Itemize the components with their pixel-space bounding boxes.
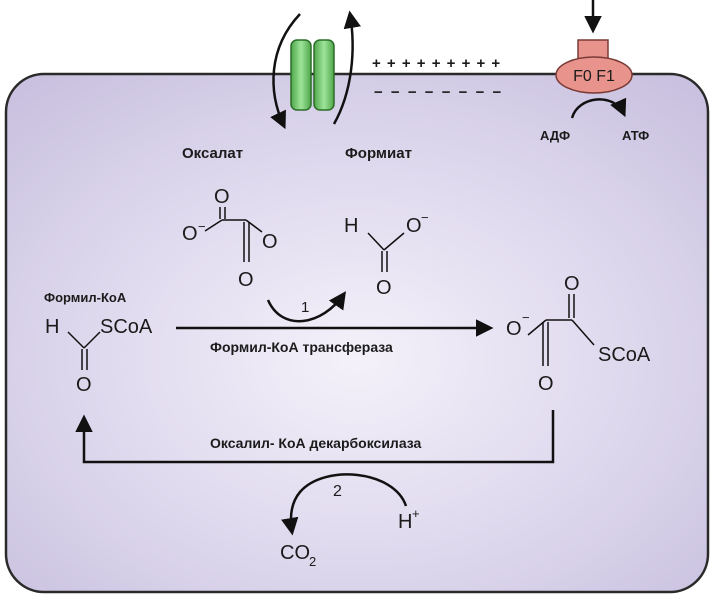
oxalate-o-minus: O [182, 223, 198, 245]
formyl-coa-o: O [76, 374, 92, 396]
oxalyl-coa-scoa: SCoA [598, 344, 651, 366]
formate-o-bottom: O [376, 277, 392, 299]
oxalate-charge: − [198, 219, 206, 234]
formate-h: H [344, 215, 358, 237]
formate-charge: − [421, 210, 429, 225]
formate-label: Формиат [345, 145, 412, 162]
step2-number: 2 [333, 483, 342, 500]
adp-label: АДФ [540, 128, 570, 143]
oxalate-import-arrow [270, 13, 301, 130]
atp-synthase-label: F0 F1 [573, 68, 615, 85]
step1-number: 1 [301, 299, 309, 316]
formyl-coa-h: H [45, 316, 59, 338]
oxalyl-coa-molecule [527, 294, 595, 366]
oxalyl-coa-o-minus: O [506, 318, 522, 340]
oxalyl-coa-charge: − [522, 310, 530, 325]
transferase-label: Формил-КоА трансфераза [210, 339, 393, 355]
formate-export-arrow [332, 10, 361, 125]
decarboxylase-arrow [75, 410, 555, 464]
formate-molecule [367, 232, 405, 272]
oxalate-molecule [204, 207, 263, 262]
adp-to-atp-arrow [570, 97, 627, 119]
h-plus-charge: + [412, 506, 420, 521]
formate-o-minus: O [406, 215, 422, 237]
oxalate-formate-antiporter [290, 39, 335, 111]
membrane-minus-charges: − − − − − − − − [374, 84, 503, 101]
decarboxylase-label: Оксалил- КоА декарбоксилаза [210, 435, 422, 451]
formyl-coa-scoa: SCoA [100, 316, 153, 338]
step1-curved-arrow [266, 291, 346, 323]
co2-subscript: 2 [309, 554, 316, 569]
oxalate-label: Оксалат [182, 145, 243, 162]
h-plus: H [398, 511, 412, 533]
oxalyl-coa-o-top: O [564, 273, 580, 295]
formyl-coa-name: Формил-КоА [44, 290, 127, 305]
atp-synthase [555, 39, 633, 94]
oxalate-o-bottom: O [238, 269, 254, 291]
atp-label: АТФ [622, 128, 649, 143]
co2-label: CO [280, 542, 310, 564]
formyl-coa-molecule [67, 331, 101, 370]
oxalate-o-right: O [262, 231, 278, 253]
oxalyl-coa-o-bottom: O [538, 373, 554, 395]
step2-curved-arrow [281, 473, 408, 536]
oxalate-o-top-left: O [214, 186, 230, 208]
membrane-plus-charges: + + + + + + + + + [372, 55, 501, 72]
